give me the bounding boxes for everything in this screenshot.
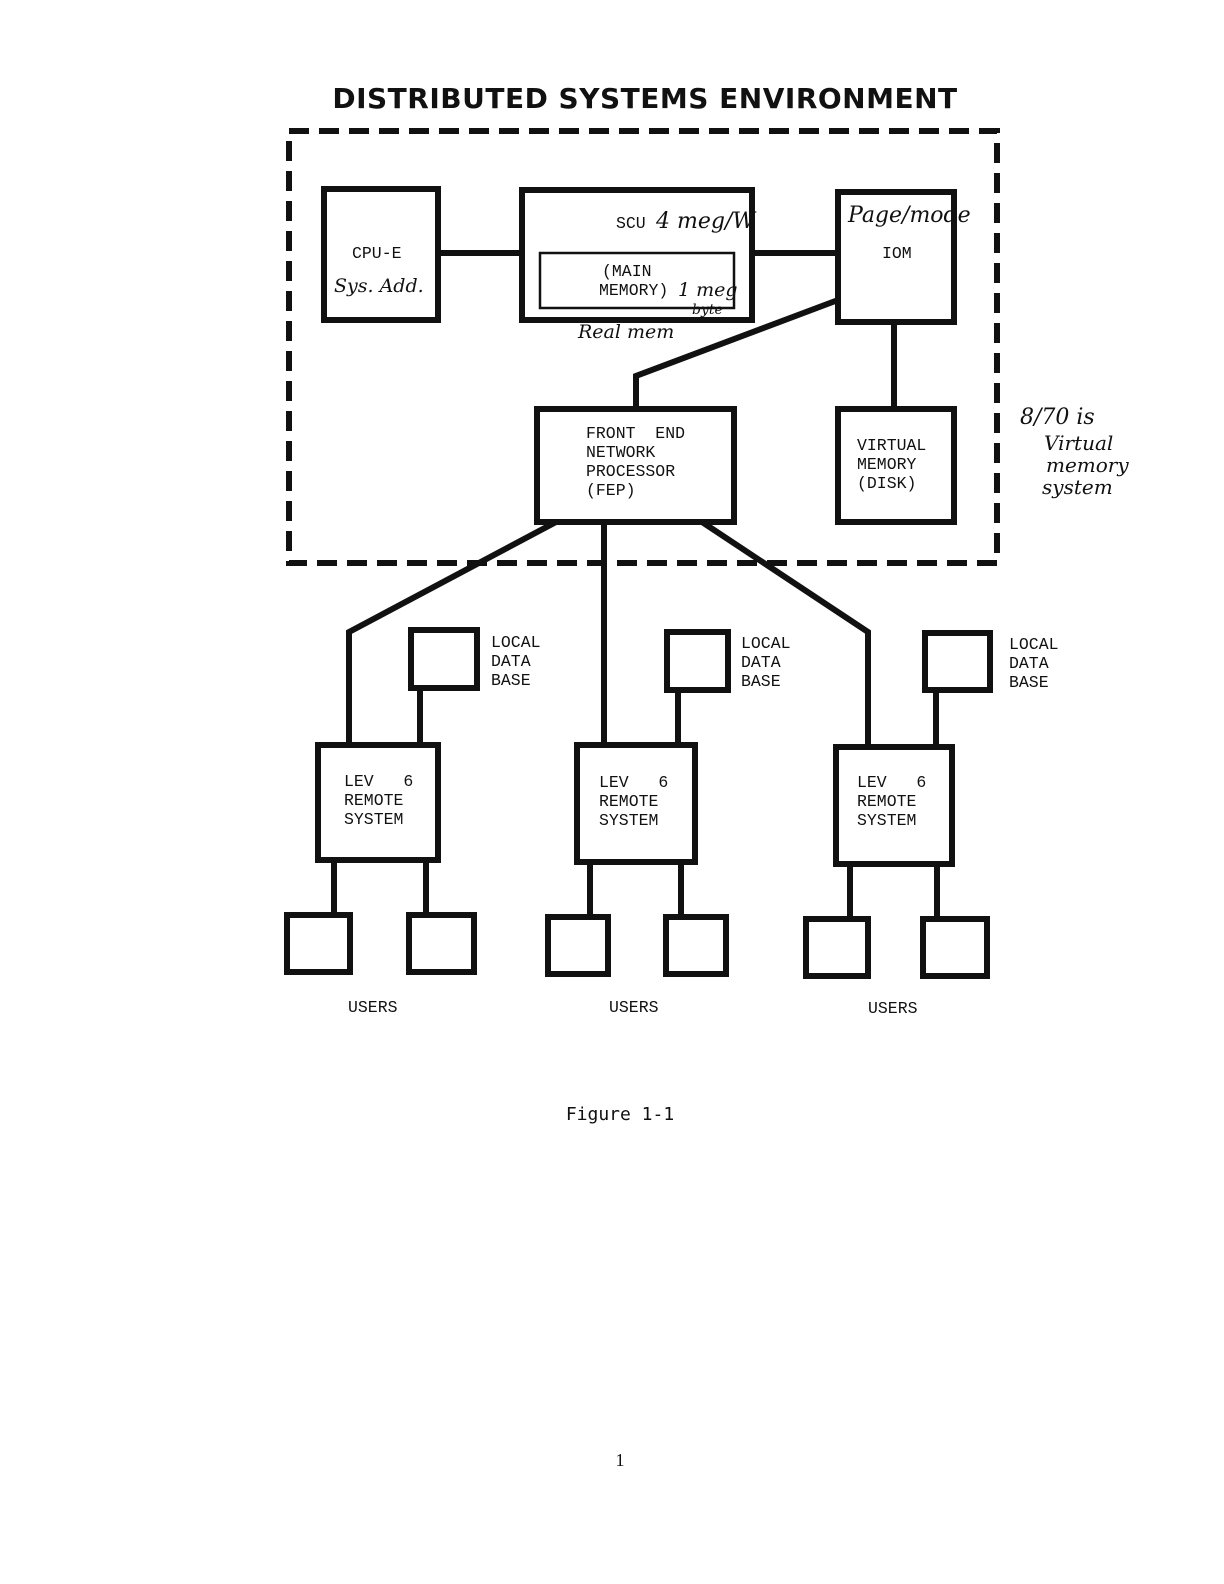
main-memory-label: (MAIN [602,262,652,281]
memory-handwritten-note: 1 meg [678,279,738,301]
local-db-box [922,630,993,693]
local-db-label: DATA [741,653,781,672]
users-label: USERS [868,999,918,1018]
users-label: USERS [609,998,659,1017]
cpu-label: CPU-E [352,244,402,263]
local-db-label: LOCAL [1009,635,1059,654]
virtual-memory-label: MEMORY [857,455,917,474]
side-handwritten-note: memory [1046,453,1129,477]
fep-label: NETWORK [586,443,655,462]
local-db-label: DATA [491,652,531,671]
fep-label: PROCESSOR [586,462,675,481]
diagram-title: DISTRIBUTED SYSTEMS ENVIRONMENT [332,82,958,115]
main-memory-label: MEMORY) [599,281,668,300]
main-memory-box [538,251,736,310]
scu-label: SCU [616,214,646,233]
connector-lines [331,250,940,919]
remote-system-box [574,742,698,865]
remote-system-box [833,744,955,867]
cpu-box [321,186,441,323]
remote-system-label: REMOTE [344,791,404,810]
remote-system-label: LEV 6 [857,773,926,792]
figure-caption: Figure 1-1 [565,1104,675,1125]
user-terminal-box [406,912,477,975]
local-db-box [408,627,480,691]
user-terminal-box [803,916,871,979]
virtual-memory-label: (DISK) [857,474,916,493]
remote-system-label: REMOTE [857,792,917,811]
real-memory-handwritten-note: Real mem [577,321,674,343]
user-terminal-box [920,916,990,979]
cpu-handwritten-note: Sys. Add. [334,275,424,297]
side-handwritten-note: system [1042,475,1113,499]
local-db-label: LOCAL [741,634,791,653]
local-db-box [664,629,731,693]
remote-system-label: LEV 6 [599,773,668,792]
page-number: 1 [615,1450,625,1470]
iom-handwritten-note: Page/mode [847,203,971,228]
side-handwritten-note: 8/70 is [1020,405,1095,430]
local-db-label: LOCAL [491,633,541,652]
user-terminal-box [284,912,353,975]
virtual-memory-label: VIRTUAL [857,436,926,455]
fep-label: (FEP) [586,481,636,500]
remote-system-label: SYSTEM [857,811,916,830]
remote-system-box [315,742,441,863]
side-handwritten-note: Virtual [1044,431,1113,455]
local-db-label: DATA [1009,654,1049,673]
remote-system-label: LEV 6 [344,772,413,791]
iom-box [835,189,957,325]
local-db-label: BASE [741,672,781,691]
memory-handwritten-note: byte [692,302,723,318]
local-db-label: BASE [1009,673,1049,692]
remote-system-label: REMOTE [599,792,659,811]
local-db-label: BASE [491,671,531,690]
user-terminal-box [545,914,611,977]
fep-label: FRONT END [586,424,685,443]
remote-system-label: SYSTEM [344,810,403,829]
fep-box [534,406,737,525]
user-terminal-box [663,914,729,977]
iom-label: IOM [882,244,912,263]
users-label: USERS [348,998,398,1017]
virtual-memory-box [835,406,957,525]
scu-handwritten-note: 4 meg/W [655,209,757,234]
remote-system-label: SYSTEM [599,811,658,830]
